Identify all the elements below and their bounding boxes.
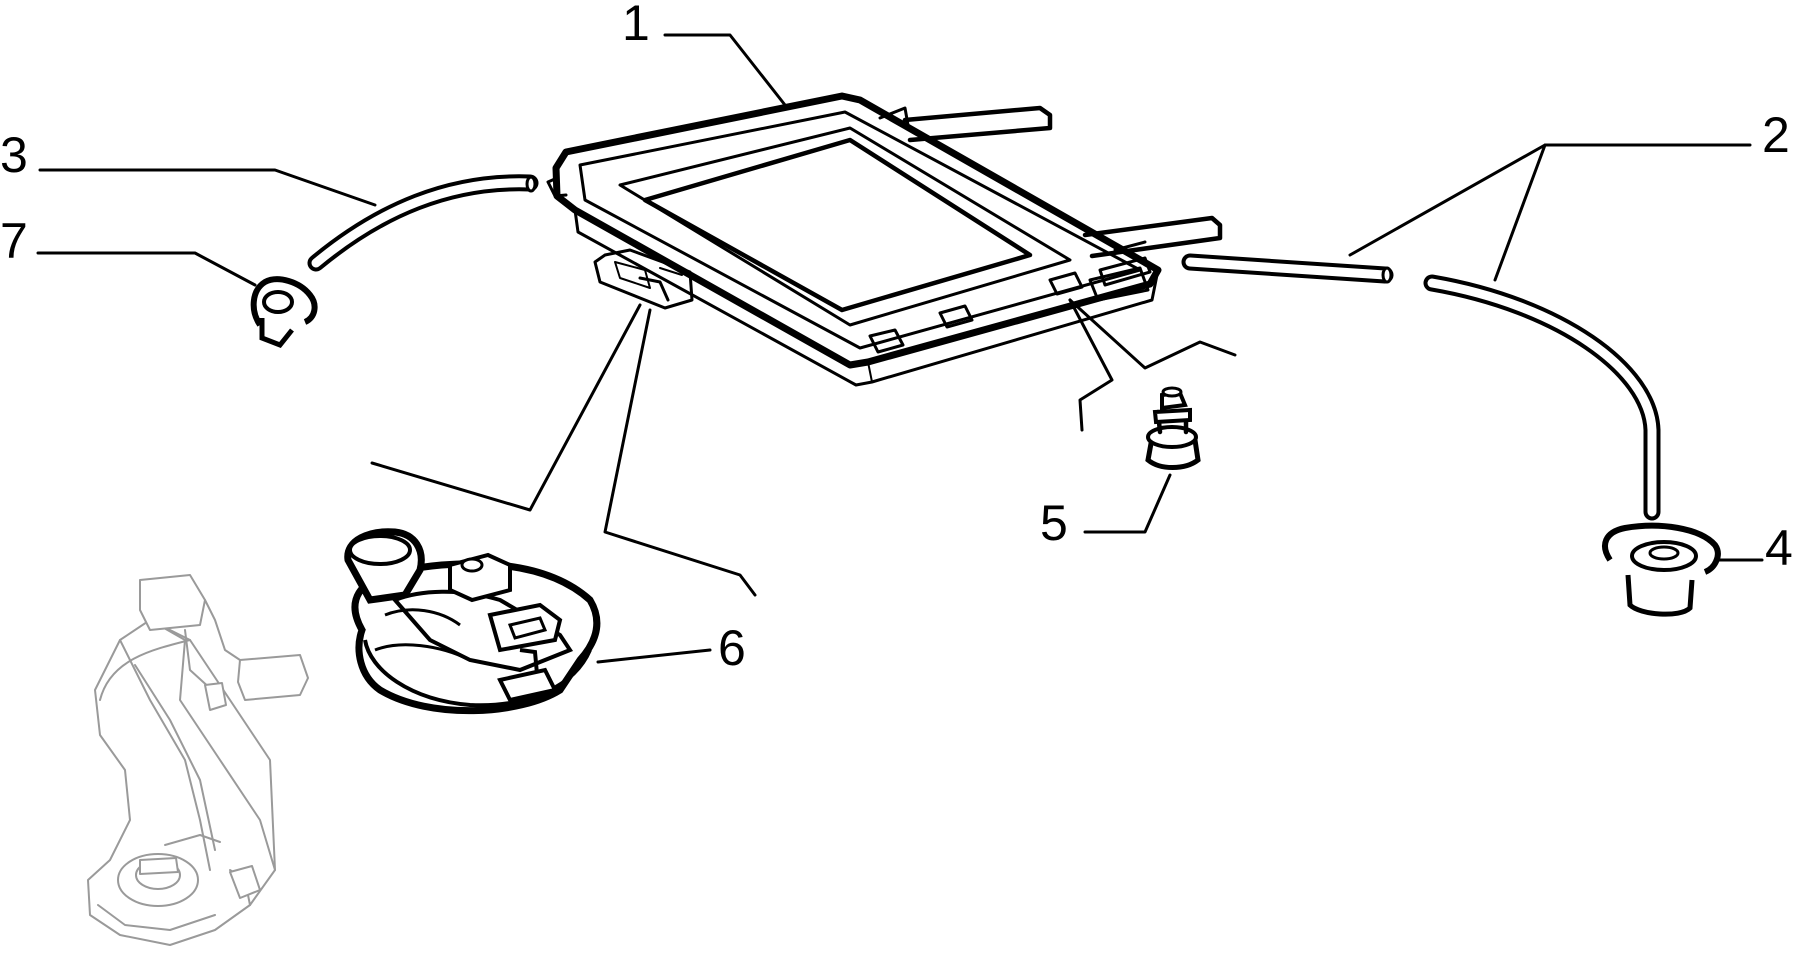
grommet-left bbox=[250, 276, 318, 348]
grommet-right bbox=[1602, 522, 1721, 617]
screw bbox=[1145, 386, 1201, 470]
drain-hose-left bbox=[307, 174, 539, 272]
callout-7: 7 bbox=[0, 213, 28, 269]
callout-5: 5 bbox=[1040, 495, 1068, 551]
drain-hose-right bbox=[1181, 253, 1661, 521]
callout-labels: 1 2 3 4 5 6 7 bbox=[0, 0, 1793, 676]
callout-4: 4 bbox=[1765, 520, 1793, 576]
sunroof-frame bbox=[546, 92, 1223, 387]
sunroof-motor bbox=[344, 528, 601, 715]
callout-1: 1 bbox=[622, 0, 650, 51]
leader-lines bbox=[36, 33, 1764, 664]
callout-2: 2 bbox=[1762, 107, 1790, 163]
callout-3: 3 bbox=[0, 127, 28, 183]
reference-assembly-drawing bbox=[87, 574, 309, 946]
callout-6: 6 bbox=[718, 620, 746, 676]
